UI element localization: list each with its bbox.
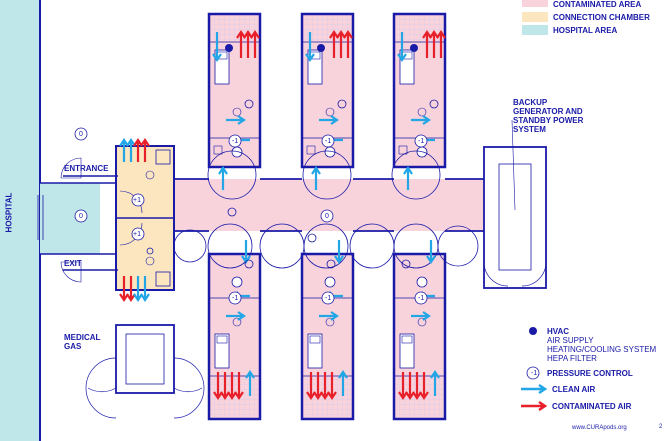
backup-label-line1: BACKUP [513,98,548,107]
hvac-dots [225,44,537,335]
medical-gas-label-line2: GAS [64,342,82,351]
pressure-label-corridor: 0 [325,213,329,220]
legend-pressure-symbol: -1 [531,370,538,377]
medical-gas-unit [115,324,175,394]
pressure-label-exit-chamber: +1 [133,231,141,238]
pressure-label-pod-top-2: -1 [325,138,332,145]
pressure-label-pod-top-3: -1 [418,138,425,145]
exit-label: EXIT [64,259,82,268]
legend-label-contaminated: CONTAMINATED AREA [553,0,642,9]
pressure-label-pod-top-1: -1 [232,138,239,145]
pressure-label-pod-bottom-3: -1 [418,295,425,302]
pressure-label-pod-bottom-2: -1 [325,295,332,302]
legend-hvac-desc-2: HEATING/COOLING SYSTEM [547,345,657,354]
legend-contaminated-air: CONTAMINATED AIR [552,402,632,411]
legend-swatch-connection [522,12,548,22]
hospital-vestibule [40,183,100,254]
legend-swatch-contaminated [522,0,548,7]
backup-label-line3: STANDBY POWER [513,116,584,125]
page-number: 2 [659,424,663,430]
pressure-label-hospital-vestibule: 0 [79,213,83,220]
legend-pressure-control: PRESSURE CONTROL [547,369,633,378]
pressure-label-pod-bottom-1: -1 [232,295,239,302]
website-footer: www.CURApods.org [572,425,627,431]
backup-label-line4: SYSTEM [513,125,546,134]
central-corridor [175,179,485,231]
legend-clean-air: CLEAN AIR [552,385,596,394]
pressure-label-hospital-upper: 0 [79,131,83,138]
hospital-label: HOSPITAL [4,192,14,233]
backup-label-line2: GENERATOR AND [513,107,583,116]
pressure-label-entrance-chamber: +1 [133,197,141,204]
entrance-label: ENTRANCE [64,164,109,173]
legend-label-hospital: HOSPITAL AREA [553,26,618,35]
medical-gas-label-line1: MEDICAL [64,333,101,342]
legend-label-connection: CONNECTION CHAMBER [553,13,650,22]
legend-hvac-desc-3: HEPA FILTER [547,354,597,363]
hospital-area [0,0,40,441]
legend-hvac-title: HVAC [547,327,570,336]
legend-hvac-desc-1: AIR SUPPLY [547,336,594,345]
pressure-control-markers [74,127,540,380]
legend-swatch-hospital [522,25,548,35]
backup-generator [483,146,547,289]
